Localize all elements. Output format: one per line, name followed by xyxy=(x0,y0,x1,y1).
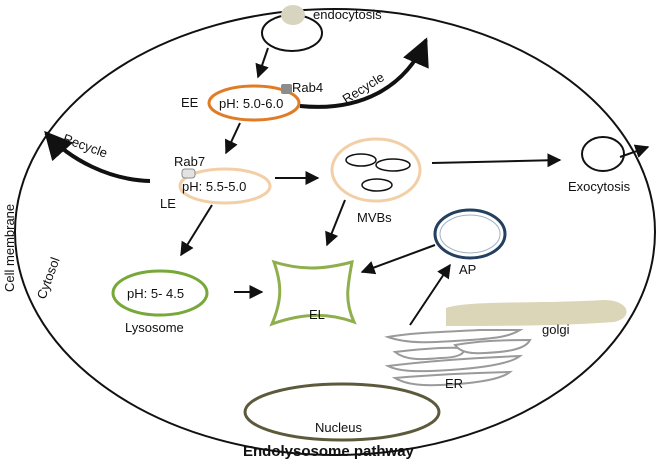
lysosome-label: Lysosome xyxy=(125,320,184,335)
el-label: EL xyxy=(309,307,325,322)
endocytosis-vesicle xyxy=(261,5,323,52)
arrow-endocytosis-to-ee xyxy=(255,47,269,79)
ee-label: EE xyxy=(181,95,199,110)
cell-membrane-outline xyxy=(14,8,656,456)
nucleus-label: Nucleus xyxy=(315,420,362,435)
recycle-arrow-left xyxy=(44,130,151,183)
le-label: LE xyxy=(160,196,176,211)
ee-ph-label: pH: 5.0-6.0 xyxy=(219,96,283,111)
autophagosome xyxy=(433,208,507,260)
figure-title: Endolysosome pathway xyxy=(243,443,415,460)
recycle-label-left: Recycle xyxy=(61,131,110,161)
mvbs-label: MVBs xyxy=(357,210,392,225)
le-ph-label: pH: 5.5-5.0 xyxy=(182,179,246,194)
arrow-mvbs-to-el xyxy=(325,199,346,247)
rab7-label: Rab7 xyxy=(174,154,205,169)
arrow-exocytosis-out xyxy=(619,144,650,158)
rab4-label: Rab4 xyxy=(292,80,323,95)
late-endosome xyxy=(178,167,272,205)
arrow-ap-to-el xyxy=(360,244,436,275)
exocytosis-vesicle xyxy=(581,136,625,172)
exocytosis-label: Exocytosis xyxy=(568,179,631,194)
endoplasmic-reticulum xyxy=(384,329,532,387)
golgi-apparatus xyxy=(446,300,627,326)
rab4-marker xyxy=(281,84,292,94)
arrow-le-to-lysosome xyxy=(180,204,213,257)
cytosol-label: Cytosol xyxy=(34,255,63,301)
nucleus xyxy=(243,382,441,442)
endolysosome xyxy=(269,259,357,327)
recycle-arrow-right xyxy=(299,37,429,109)
er-label: ER xyxy=(445,376,463,391)
endocytosis-label: endocytosis xyxy=(313,7,382,22)
arrow-er-to-ap xyxy=(409,263,451,326)
cell-membrane-label: Cell membrane xyxy=(2,204,17,292)
arrow-ee-to-le xyxy=(224,122,241,155)
lysosome-ph-label: pH: 5- 4.5 xyxy=(127,286,184,301)
multivesicular-bodies xyxy=(330,137,422,203)
golgi-label: golgi xyxy=(542,322,570,337)
rab7-marker xyxy=(181,168,196,179)
arrow-mvbs-to-exocytosis xyxy=(431,153,562,168)
early-endosome xyxy=(207,84,301,122)
lysosome xyxy=(111,269,209,317)
ap-label: AP xyxy=(459,262,476,277)
autophagosome-inner-ring xyxy=(439,214,501,254)
